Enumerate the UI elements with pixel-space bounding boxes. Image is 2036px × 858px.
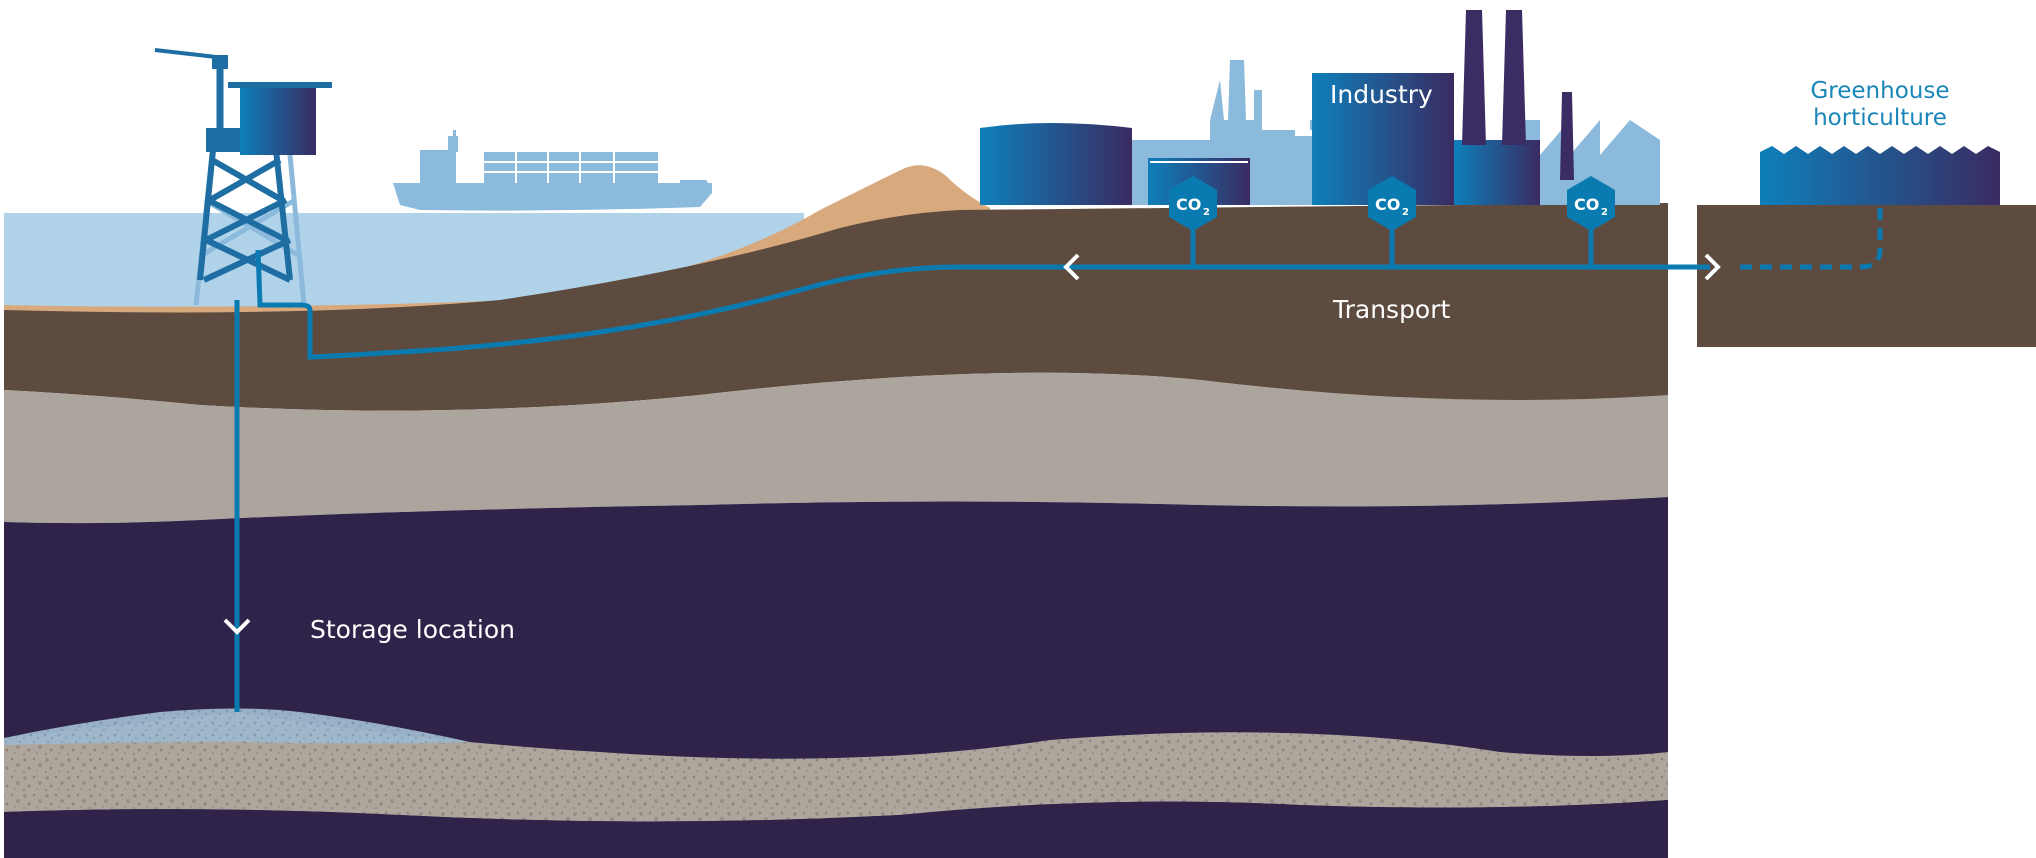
storage-location-label: Storage location xyxy=(310,615,515,644)
soil-layer-dark xyxy=(4,203,1668,411)
svg-text:CO: CO xyxy=(1574,195,1599,214)
cargo-ship-icon xyxy=(393,130,712,211)
co2-capture-marker-icon: CO 2 xyxy=(1169,176,1217,231)
co2-pipeline xyxy=(234,205,1883,712)
offshore-platform-icon xyxy=(154,48,332,306)
flow-arrow-icon xyxy=(1704,253,1721,281)
co2-plume xyxy=(4,708,470,745)
flow-arrow-icon xyxy=(1063,253,1080,281)
basement-layer xyxy=(4,800,1668,858)
svg-text:2: 2 xyxy=(1402,207,1409,218)
greenhouse-label: Greenhouse horticulture xyxy=(1790,78,1970,132)
greenhouse-ground xyxy=(1697,205,2036,347)
svg-text:2: 2 xyxy=(1601,207,1608,218)
industry-label: Industry xyxy=(1330,80,1433,109)
co2-capture-marker-icon: CO 2 xyxy=(1368,176,1416,231)
greenhouse-icon xyxy=(1760,146,2000,205)
co2-capture-marker-icon: CO 2 xyxy=(1567,176,1615,231)
svg-text:CO: CO xyxy=(1176,195,1201,214)
transport-label: Transport xyxy=(1333,295,1451,324)
svg-text:CO: CO xyxy=(1375,195,1400,214)
svg-text:2: 2 xyxy=(1203,207,1210,218)
greenhouse-label-line2: horticulture xyxy=(1813,105,1947,131)
flow-arrow-icon xyxy=(223,618,251,635)
soil-layer-grey xyxy=(4,372,1668,524)
greenhouse-label-line1: Greenhouse xyxy=(1810,78,1950,104)
factory-icon xyxy=(980,10,1660,205)
